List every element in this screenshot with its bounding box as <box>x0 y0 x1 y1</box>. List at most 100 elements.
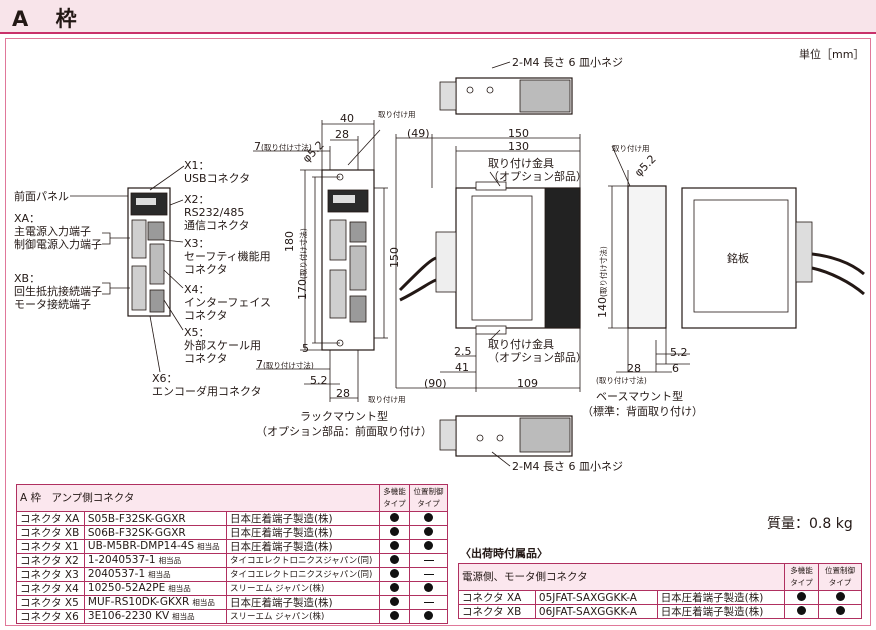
supported-mark <box>424 582 434 592</box>
side-dim-25: 2.5 <box>454 345 472 358</box>
part-note: 相当品 <box>192 598 215 607</box>
not-supported-mark <box>423 602 434 603</box>
multi-type-cell <box>378 595 411 610</box>
multi-type-cell <box>378 525 411 540</box>
x1-label: X1：USBコネクタ <box>184 159 251 185</box>
pos-type-cell <box>409 609 448 624</box>
part-number: S05B-F32SK-GGXR <box>83 511 227 526</box>
unit-label: 単位［mm］ <box>799 48 865 61</box>
rack-dim-7b: 7(取り付け寸法) <box>256 358 314 371</box>
pos-type-cell <box>409 525 448 540</box>
side-dim-41: 41 <box>455 361 469 374</box>
connector-name: コネクタ XB <box>16 525 85 540</box>
base-caption-2: （標準：背面取り付け） <box>582 405 703 418</box>
multi-type-cell <box>378 609 411 624</box>
maker-name: 日本圧着端子製造(株) <box>225 595 380 610</box>
connector-name: コネクタ X2 <box>16 553 85 568</box>
supported-mark <box>424 512 434 522</box>
maker-name: 日本圧着端子製造(株) <box>656 590 785 605</box>
front-panel-label: 前面パネル <box>14 190 69 203</box>
page-title: A 枠 <box>12 7 87 31</box>
nameplate-view <box>681 187 865 329</box>
connector-name: コネクタ XA <box>458 590 536 605</box>
supported-mark <box>389 512 399 522</box>
pos-type-cell <box>409 553 448 568</box>
maker-name: タイコエレクトロニクスジャパン(同) <box>225 553 380 568</box>
supported-mark <box>389 596 399 606</box>
part-number: 05JFAT-SAXGGKK-A <box>534 590 658 605</box>
base-dim-140: 140(取り付け寸法) <box>596 246 609 318</box>
side-view <box>395 134 581 392</box>
base-dim-6: 6 <box>672 362 679 375</box>
mass-label: 質量：0.8 kg <box>767 516 853 532</box>
maker-name: タイコエレクトロニクスジャパン(同) <box>225 567 380 582</box>
side-dim-130: 130 <box>508 140 529 153</box>
acc-table-title: 電源側、モータ側コネクタ <box>458 563 785 591</box>
supported-mark <box>796 605 806 615</box>
x4-label: X4：インターフェイスコネクタ <box>184 283 272 322</box>
connector-name: コネクタ X5 <box>16 595 85 610</box>
supported-mark <box>424 610 434 620</box>
pos-type-cell <box>409 539 448 554</box>
supported-mark <box>389 582 399 592</box>
part-note: 相当品 <box>158 556 182 565</box>
col-pos: 位置制御タイプ <box>409 484 448 512</box>
top-view <box>439 61 573 115</box>
supported-mark <box>389 554 399 564</box>
side-dim-49: (49) <box>407 127 430 140</box>
maker-name: 日本圧着端子製造(株) <box>656 604 785 619</box>
supported-mark <box>835 605 845 615</box>
multi-type-cell <box>378 567 411 582</box>
pos-type-cell <box>409 567 448 582</box>
part-note: 相当品 <box>148 570 171 579</box>
supported-mark <box>389 540 399 550</box>
screw-bottom-label: 2-M4 長さ 6 皿小ネジ <box>512 460 623 473</box>
pos-type-cell <box>409 511 448 526</box>
base-caption-1: ベースマウント型 <box>596 390 684 403</box>
connector-name: コネクタ X4 <box>16 581 85 596</box>
not-supported-mark <box>423 574 434 575</box>
connector-name: コネクタ X6 <box>16 609 85 624</box>
rack-mount-view <box>253 120 388 402</box>
supported-mark <box>835 591 845 601</box>
screw-top-label: 2-M4 長さ 6 皿小ネジ <box>512 56 623 69</box>
connector-name: コネクタ XA <box>16 511 85 526</box>
not-supported-mark <box>423 560 434 561</box>
acc-col-pos: 位置制御タイプ <box>818 563 862 591</box>
figure-frame <box>5 38 871 626</box>
bracket-bottom-label: 取り付け金具（オプション部品） <box>488 338 587 364</box>
supported-mark <box>424 526 434 536</box>
rack-mount-note-bottom: 取り付け用 <box>368 395 406 404</box>
maker-name: スリーエム ジャパン(株) <box>225 609 380 624</box>
x3-label: X3：セーフティ機能用コネクタ <box>184 237 271 276</box>
part-number: 06JFAT-SAXGGKK-A <box>534 604 658 619</box>
rack-dim-28a: 28 <box>335 128 349 141</box>
rack-dim-52: 5.2 <box>310 374 328 387</box>
multi-type-cell <box>783 604 820 619</box>
rack-mount-note-top: 取り付け用 <box>378 110 416 119</box>
connector-name: コネクタ XB <box>458 604 536 619</box>
pos-type-cell <box>818 590 862 605</box>
connector-name: コネクタ X3 <box>16 567 85 582</box>
rack-dim-180: 180 <box>283 231 296 252</box>
connector-name: コネクタ X1 <box>16 539 85 554</box>
maker-name: 日本圧着端子製造(株) <box>225 525 380 540</box>
pos-type-cell <box>409 581 448 596</box>
multi-type-cell <box>783 590 820 605</box>
xb-label: XB：回生抵抗接続端子モータ接続端子 <box>14 272 102 311</box>
maker-name: スリーエム ジャパン(株) <box>225 581 380 596</box>
xa-label: XA：主電源入力端子制御電源入力端子 <box>14 212 102 251</box>
